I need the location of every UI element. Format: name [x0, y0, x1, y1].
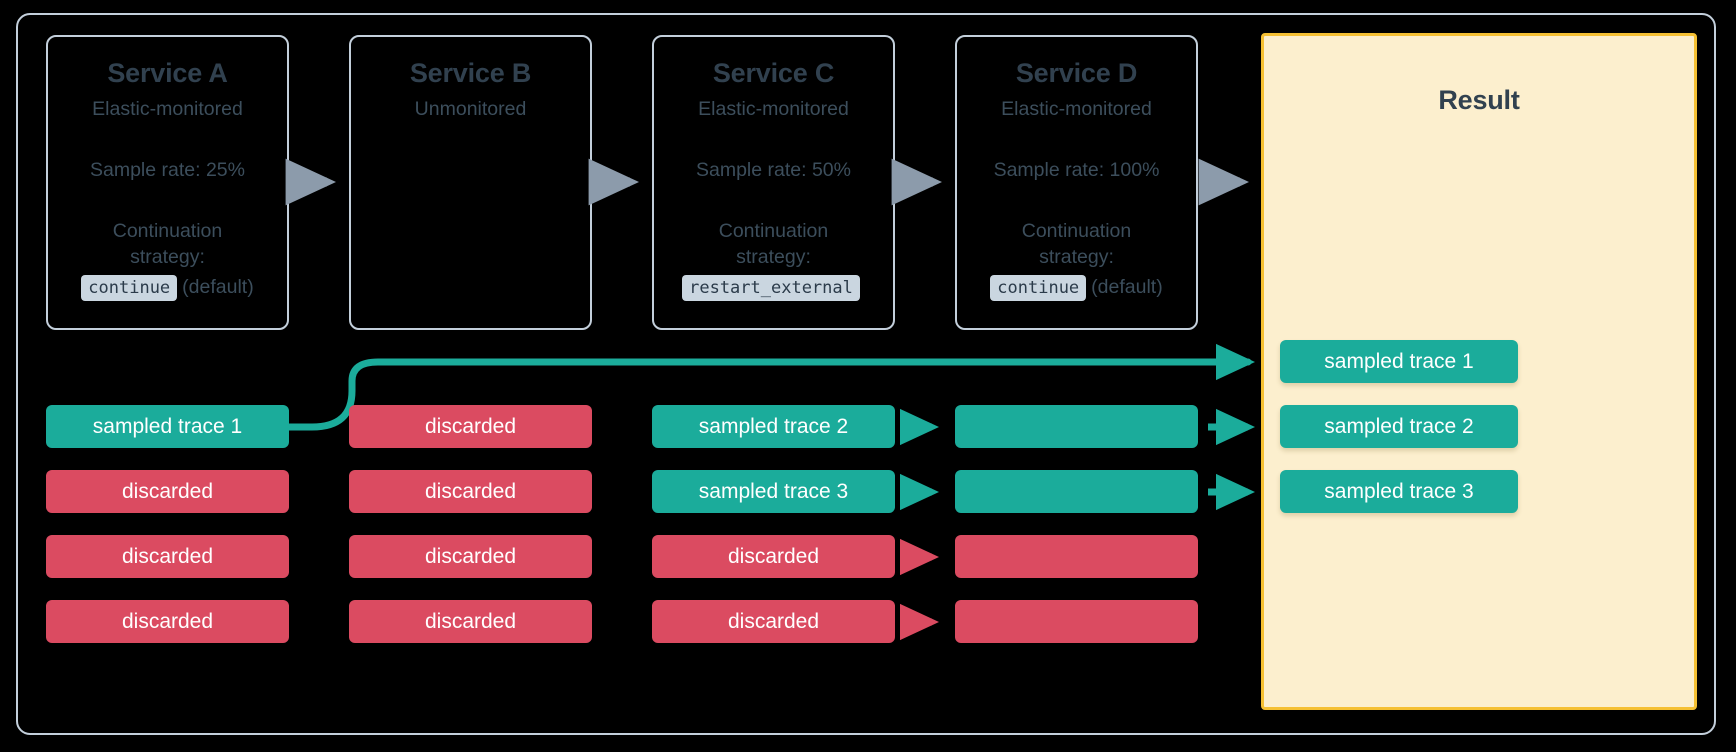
service-card-b: Service B Unmonitored [349, 35, 592, 330]
trace-box: discarded [46, 535, 289, 578]
service-strategy-label: Continuation strategy: [48, 219, 287, 270]
service-strategy-value-row: restart_external [654, 274, 893, 301]
service-title: Service C [712, 58, 835, 88]
service-strategy-label-line1: Continuation [718, 220, 829, 243]
service-title: Service A [107, 58, 228, 88]
trace-box: sampled trace 3 [652, 470, 895, 513]
service-strategy-label: Continuation strategy: [957, 219, 1196, 270]
service-sample-rate: Sample rate: 100% [993, 159, 1160, 182]
service-title: Service B [409, 58, 532, 88]
trace-box: sampled trace 1 [46, 405, 289, 448]
service-strategy-label: Continuation strategy: [654, 219, 893, 270]
trace-box: discarded [46, 600, 289, 643]
trace-box: discarded [349, 405, 592, 448]
service-title: Service D [1015, 58, 1138, 88]
result-panel-title: Result [1438, 85, 1520, 115]
service-card-a: Service A Elastic-monitored Sample rate:… [46, 35, 289, 330]
service-strategy-value: restart_external [682, 274, 860, 301]
service-sample-rate: Sample rate: 25% [89, 159, 245, 182]
service-strategy-value-row: continue(default) [957, 274, 1196, 301]
trace-box [955, 405, 1198, 448]
trace-box: discarded [349, 535, 592, 578]
service-monitoring-status: Elastic-monitored [92, 97, 243, 120]
service-strategy-value: continue [81, 274, 178, 301]
diagram-outer-frame [16, 13, 1716, 735]
trace-box [955, 600, 1198, 643]
service-sample-rate: Sample rate: 50% [695, 159, 851, 182]
service-strategy-value: continue [990, 274, 1087, 301]
service-card-d: Service D Elastic-monitored Sample rate:… [955, 35, 1198, 330]
service-monitoring-status: Elastic-monitored [1001, 97, 1152, 120]
service-strategy-label-line1: Continuation [112, 220, 223, 243]
trace-box: discarded [349, 600, 592, 643]
service-strategy-label-line1: Continuation [1021, 220, 1132, 243]
service-monitoring-status: Unmonitored [414, 97, 527, 120]
service-monitoring-status: Elastic-monitored [698, 97, 849, 120]
trace-box [955, 535, 1198, 578]
result-trace-box: sampled trace 2 [1280, 405, 1518, 448]
service-strategy-label-line2: strategy: [1039, 246, 1114, 269]
service-strategy-label-line2: strategy: [130, 246, 205, 269]
trace-box: discarded [349, 470, 592, 513]
service-strategy-note: (default) [1091, 275, 1163, 298]
service-card-c: Service C Elastic-monitored Sample rate:… [652, 35, 895, 330]
service-strategy-value-row: continue(default) [48, 274, 287, 301]
trace-box: discarded [652, 600, 895, 643]
trace-box: discarded [46, 470, 289, 513]
result-trace-box: sampled trace 3 [1280, 470, 1518, 513]
trace-box: sampled trace 2 [652, 405, 895, 448]
result-trace-box: sampled trace 1 [1280, 340, 1518, 383]
trace-box [955, 470, 1198, 513]
service-strategy-label-line2: strategy: [736, 246, 811, 269]
service-strategy-note: (default) [182, 275, 254, 298]
trace-box: discarded [652, 535, 895, 578]
